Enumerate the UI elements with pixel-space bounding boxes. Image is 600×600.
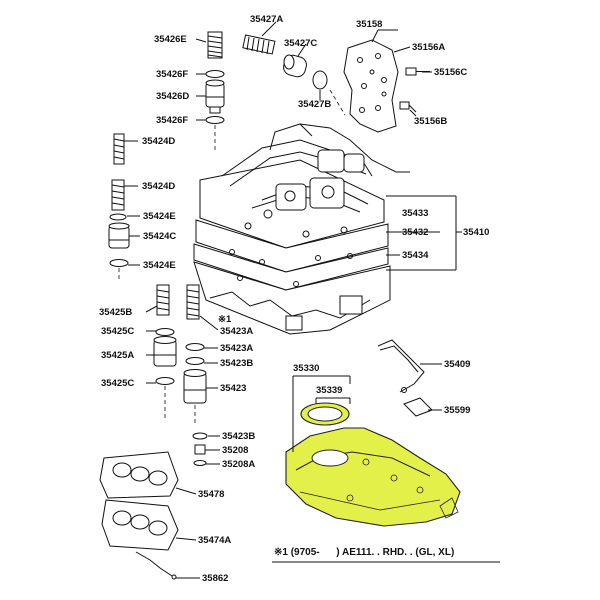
part-35478-gasket (99, 451, 179, 499)
label-35409: 35409 (444, 359, 470, 370)
label-35423: 35423 (220, 383, 246, 394)
label-35426F-top: 35426F (156, 69, 188, 80)
part-35426F-ring-top (205, 70, 225, 78)
label-35423B-top: 35423B (220, 358, 253, 369)
part-35208A-washer (193, 460, 207, 466)
label-35424D-top: 35424D (142, 136, 175, 147)
label-35427C: 35427C (284, 38, 317, 49)
label-35425A: 35425A (101, 350, 134, 361)
label-35434: 35434 (402, 250, 429, 261)
part-35424E-ring-top (109, 213, 127, 221)
part-35427B-ring (312, 70, 328, 90)
part-35426D-plug (205, 79, 225, 114)
label-35426E: 35426E (154, 34, 187, 45)
label-35423B-bottom: 35423B (222, 431, 255, 442)
part-35158-plate (343, 39, 399, 133)
part-35426F-ring-bottom (205, 116, 225, 124)
part-35424D-spring (111, 179, 125, 211)
part-35474A-gasket (101, 499, 179, 551)
footnote-text: ※1 (9705- ) AE111. . RHD. . (GL, XL) (274, 547, 454, 558)
part-35425A-sleeve (153, 336, 177, 367)
part-35424D-spring-top (113, 133, 125, 165)
label-35330: 35330 (293, 363, 319, 374)
label-35426D: 35426D (156, 91, 189, 102)
label-35156C: 35156C (434, 67, 467, 78)
part-35426E-spring (207, 31, 223, 59)
label-35599: 35599 (444, 405, 470, 416)
part-35156B-bolt (399, 101, 417, 113)
part-35425C-ring-bottom (155, 377, 175, 385)
part-35862-wire (135, 551, 177, 580)
label-35208: 35208 (222, 445, 248, 456)
part-35423B-ring-bottom (192, 432, 208, 440)
part-35330-strainer-highlight (285, 427, 461, 527)
label-35208A: 35208A (222, 459, 255, 470)
part-35409-spring (377, 339, 425, 393)
label-35423A-mid: 35423A (220, 343, 253, 354)
part-35423A-spring (186, 284, 200, 320)
part-35425C-ring-top (155, 328, 175, 336)
label-35425B: 35425B (99, 307, 132, 318)
label-35425C-bottom: 35425C (101, 378, 134, 389)
part-35423B-ring-top (185, 357, 205, 365)
part-35425B-spring (156, 284, 170, 316)
part-35424E-ring-bottom (109, 259, 129, 267)
label-35427A: 35427A (250, 14, 283, 25)
part-35424C-sleeve (108, 222, 130, 249)
label-35433: 35433 (402, 208, 428, 219)
part-35427A-spring (242, 34, 276, 55)
label-35424C: 35424C (143, 231, 176, 242)
label-35426F-bottom: 35426F (156, 115, 188, 126)
label-35158: 35158 (356, 19, 382, 30)
label-35410: 35410 (463, 227, 489, 238)
label-35423A-top: 35423A (220, 326, 253, 337)
part-35423-sleeve (183, 369, 207, 404)
part-35339-gasket-highlight (300, 402, 350, 426)
label-35425C-top: 35425C (101, 326, 134, 337)
label-35432: 35432 (402, 227, 428, 238)
part-labels: 35427A 35158 35426E 35427C 35156A 35426F… (99, 14, 489, 584)
label-35427B: 35427B (298, 99, 331, 110)
label-35424E-bottom: 35424E (143, 260, 176, 271)
label-35156A: 35156A (412, 42, 445, 53)
part-35208-bolt (194, 444, 206, 455)
label-35478: 35478 (198, 489, 224, 500)
leader-lines (124, 21, 462, 579)
label-35339: 35339 (316, 385, 342, 396)
label-35424E-top: 35424E (143, 211, 176, 222)
part-35427C-plunger (283, 54, 307, 78)
label-35474A: 35474A (198, 535, 231, 546)
label-35424D: 35424D (142, 181, 175, 192)
label-35862: 35862 (202, 573, 228, 584)
part-35410-valve-body (193, 123, 410, 335)
part-35423A-ring (185, 343, 205, 351)
label-mark-1: ※1 (218, 314, 232, 325)
part-35599-clamp (403, 397, 433, 417)
label-35156B: 35156B (414, 116, 447, 127)
